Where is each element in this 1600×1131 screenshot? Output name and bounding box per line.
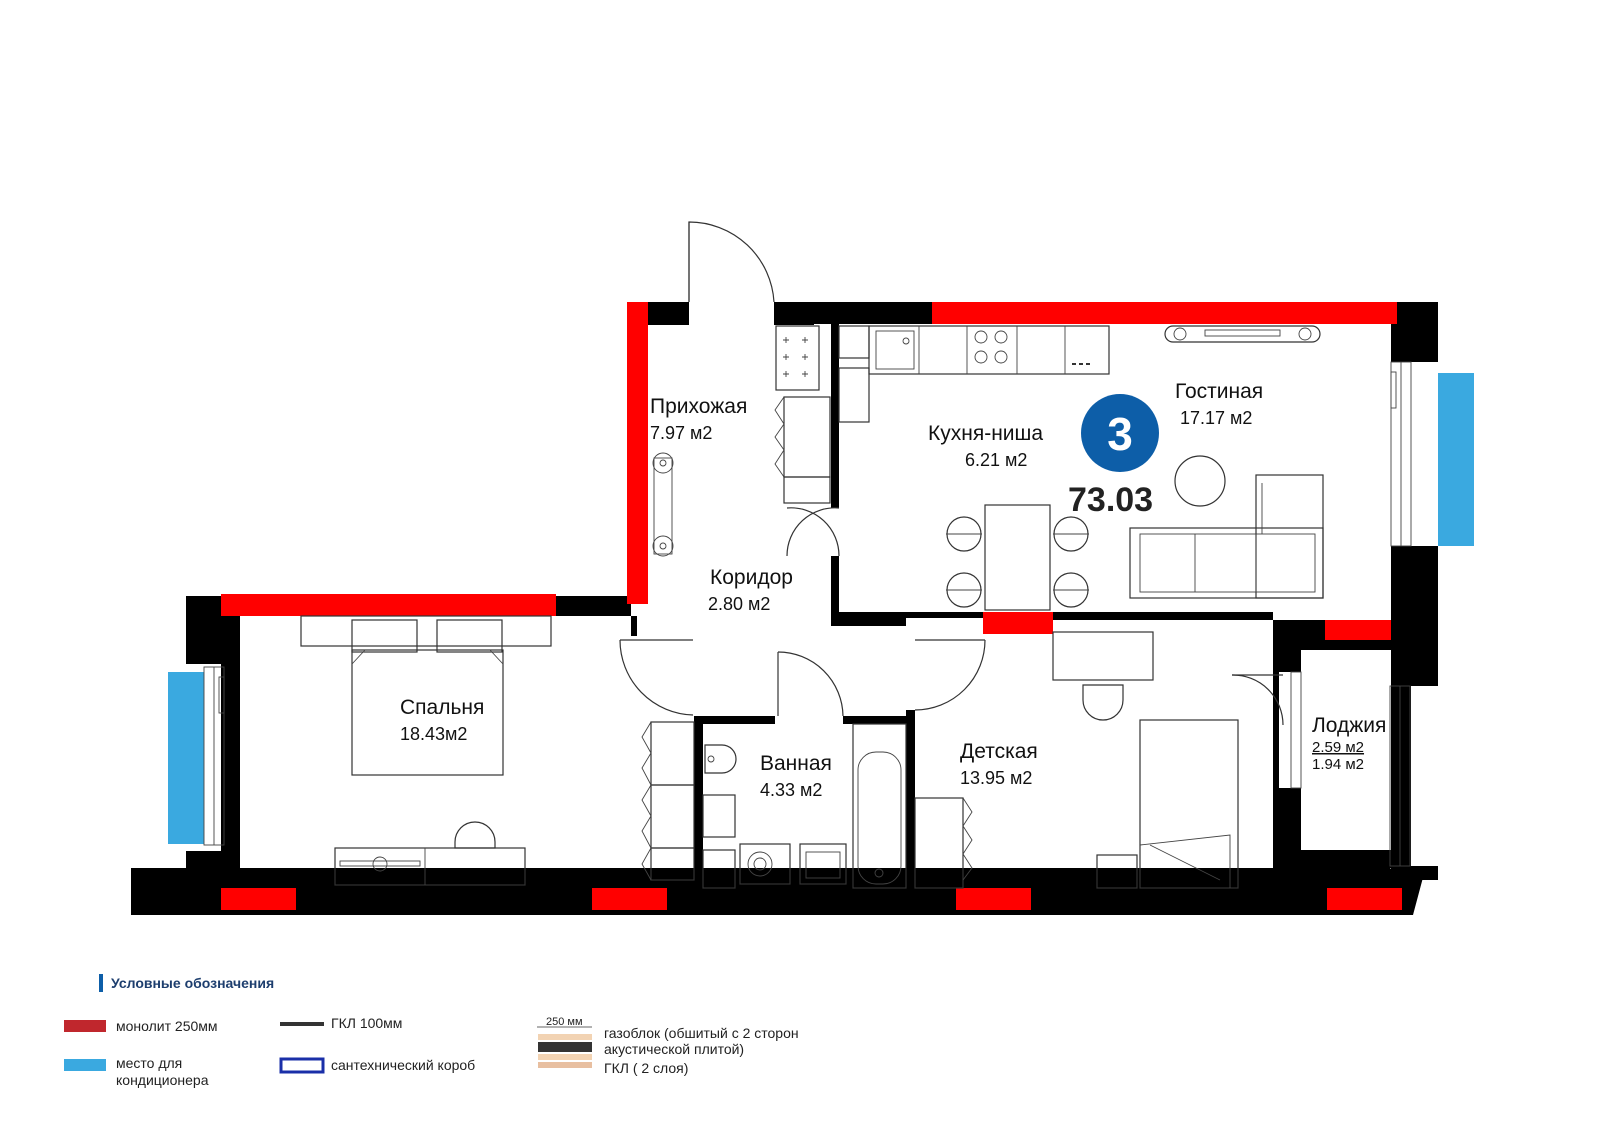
legend-monolith-label: монолит 250мм — [116, 1018, 218, 1034]
loggia-area-2: 1.94 м2 — [1312, 756, 1364, 773]
washing-machine-icon — [739, 843, 791, 885]
doors — [619, 221, 1284, 726]
legend-gkl-swatch — [280, 1022, 324, 1026]
ac-places — [168, 373, 1474, 844]
double-bed-icon — [300, 615, 552, 776]
apartment-badge: 3 — [1081, 394, 1159, 472]
sanitary-box-upper-icon — [838, 325, 870, 359]
legend-gas-dim: 250 мм — [546, 1016, 583, 1028]
legend-gkl2-label: ГКЛ ( 2 слоя) — [604, 1060, 688, 1076]
bathtub-icon — [852, 723, 907, 889]
bath-sink-icon — [799, 843, 847, 885]
bedroom-name: Спальня — [400, 696, 484, 719]
legend-title: Условные обозначения — [111, 975, 274, 991]
loggia-area-1: 2.59 м2 — [1312, 739, 1364, 756]
toilet-icon — [704, 744, 737, 774]
legend-monolith-swatch — [64, 1020, 106, 1032]
corridor-name: Коридор — [710, 566, 793, 589]
windows — [203, 361, 1412, 867]
legend-sanitary-label: сантехнический короб — [331, 1057, 475, 1073]
kids-chair-icon — [1082, 684, 1124, 721]
furniture — [300, 325, 1324, 889]
sink-icon — [875, 330, 915, 370]
corridor-area: 2.80 м2 — [708, 594, 770, 614]
shoe-rack-icon — [653, 457, 673, 555]
bedroom-area: 18.43м2 — [400, 724, 467, 744]
round-table-icon — [1174, 455, 1226, 507]
bath-sanitary-box-icon — [702, 794, 736, 838]
kids-name: Детская — [960, 740, 1038, 763]
sanitary-box-lower-icon — [838, 367, 870, 423]
legend-ac-swatch — [64, 1059, 106, 1071]
hallway-area: 7.97 м2 — [650, 423, 712, 443]
legend-ac-label-1: место для — [116, 1055, 182, 1071]
legend-title-bar — [99, 974, 103, 992]
ac-place-right — [1438, 373, 1474, 546]
legend-gas-label-2: акустической плитой) — [604, 1041, 744, 1057]
sofa-icon — [1129, 474, 1324, 599]
desk-chair-icon — [454, 821, 496, 849]
bathroom-area: 4.33 м2 — [760, 780, 822, 800]
legend-gas-label-1: газоблок (обшитый с 2 сторон — [604, 1025, 799, 1041]
burner-marks — [783, 337, 808, 377]
legend-gkl-label: ГКЛ 100мм — [331, 1015, 402, 1031]
desk-icon — [334, 847, 526, 886]
ac-place-left — [168, 672, 204, 844]
hallway-name: Прихожая — [650, 395, 747, 418]
legend-gas-swatch — [537, 1026, 592, 1068]
nightstand-icon — [1096, 854, 1138, 889]
loggia-name: Лоджия — [1312, 714, 1386, 737]
kitchen-counter-icon — [868, 325, 1110, 375]
kids-area: 13.95 м2 — [960, 768, 1032, 788]
badge-circle — [1081, 394, 1159, 472]
kitchen-name: Кухня-ниша — [928, 422, 1043, 445]
bedroom-wardrobe-icon — [650, 721, 695, 786]
apartment-number: 3 — [1107, 408, 1133, 460]
living-area: 17.17 м2 — [1180, 408, 1252, 428]
single-bed-icon — [1139, 719, 1239, 889]
room-labels: Прихожая 7.97 м2 Кухня-ниша 6.21 м2 Гост… — [400, 380, 1386, 800]
kids-desk-icon — [1052, 631, 1154, 681]
legend-ac-label-2: кондиционера — [116, 1072, 209, 1088]
bathroom-name: Ванная — [760, 752, 832, 775]
monolith-walls — [221, 302, 1402, 910]
legend: Условные обозначения монолит 250мм место… — [64, 974, 799, 1088]
total-area: 73.03 — [1068, 481, 1153, 519]
wardrobe-icon — [783, 396, 831, 478]
tv-unit-icon — [1164, 325, 1321, 343]
burner-icon — [974, 330, 988, 344]
kitchen-area: 6.21 м2 — [965, 450, 1027, 470]
kids-wardrobe-icon — [914, 797, 964, 889]
stove-icon — [775, 325, 820, 391]
legend-sanitary-swatch — [279, 1057, 325, 1074]
dining-table-icon — [984, 504, 1051, 611]
living-name: Гостиная — [1175, 380, 1263, 403]
